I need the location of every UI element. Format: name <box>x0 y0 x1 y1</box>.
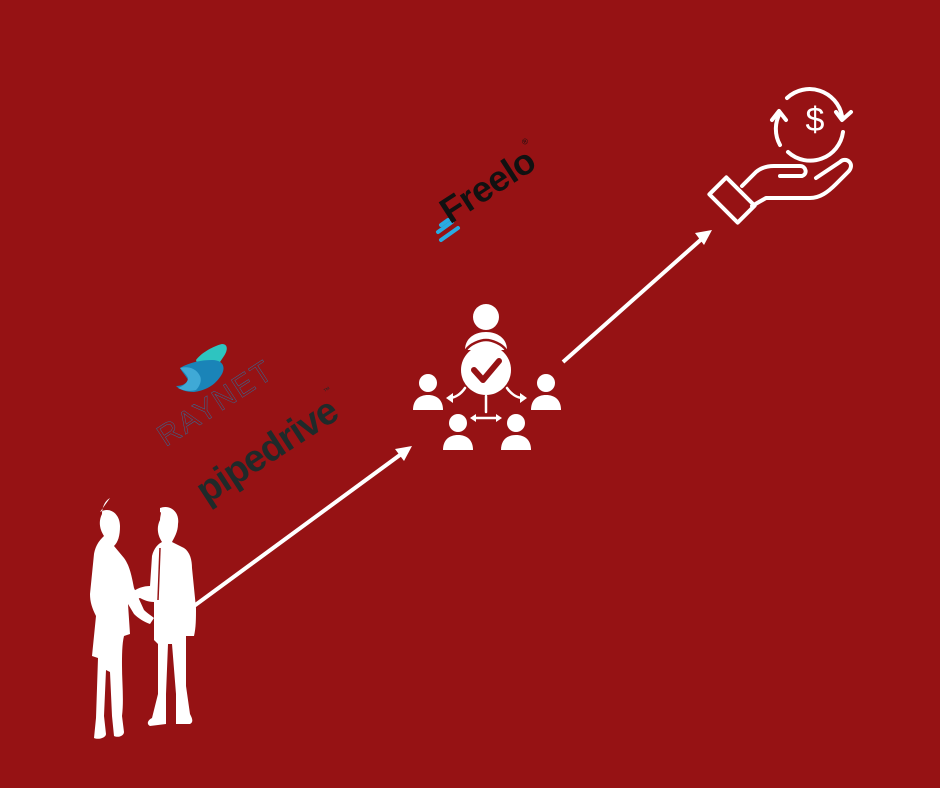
checkmark-icon <box>471 358 502 383</box>
dollar-icon: $ <box>806 101 825 139</box>
arrow-team-to-payment <box>561 230 712 364</box>
arrow-deal-to-team <box>192 446 412 608</box>
